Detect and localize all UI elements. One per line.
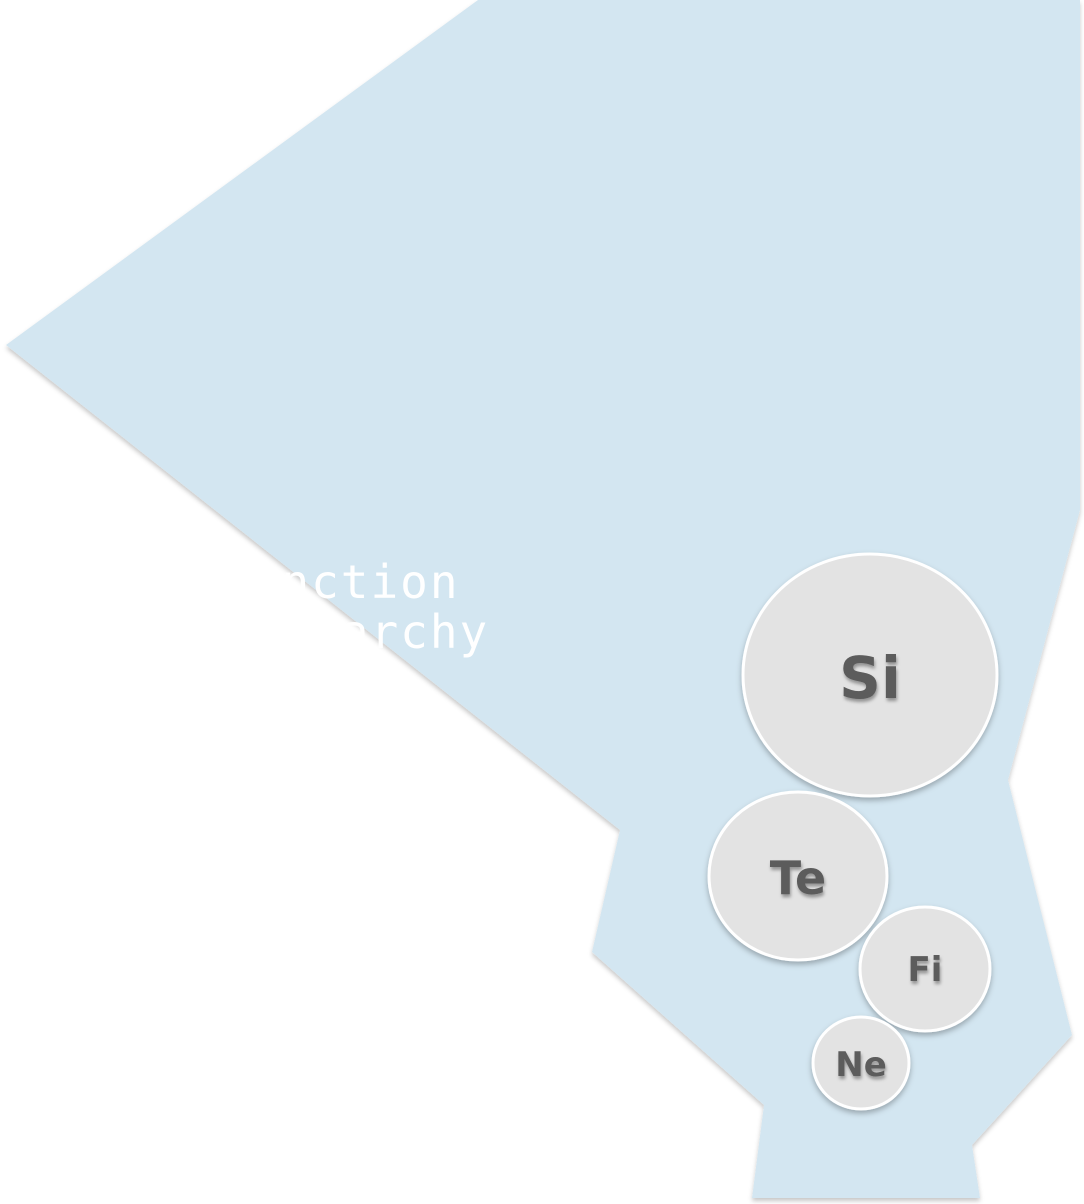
bubble-ne-label: Ne [835,1045,887,1085]
bubble-si-circle [741,552,999,798]
function-bubble-fi: Fi [858,905,992,1033]
bubble-ne-circle [811,1015,911,1111]
function-bubble-ne: Ne [811,1015,911,1111]
title-line-1: Function [222,555,460,609]
bubble-si-label: Si [839,644,901,712]
bubble-te-circle [707,790,889,962]
function-bubble-te: Te [707,790,889,962]
diagram-title: Function Hierarchy [222,555,489,659]
bubble-te-label: Te [770,851,826,905]
function-bubble-si: Si [741,552,999,798]
title-line-2: Hierarchy [222,605,489,659]
bubble-fi-circle [858,905,992,1033]
bubble-fi-label: Fi [908,950,943,990]
